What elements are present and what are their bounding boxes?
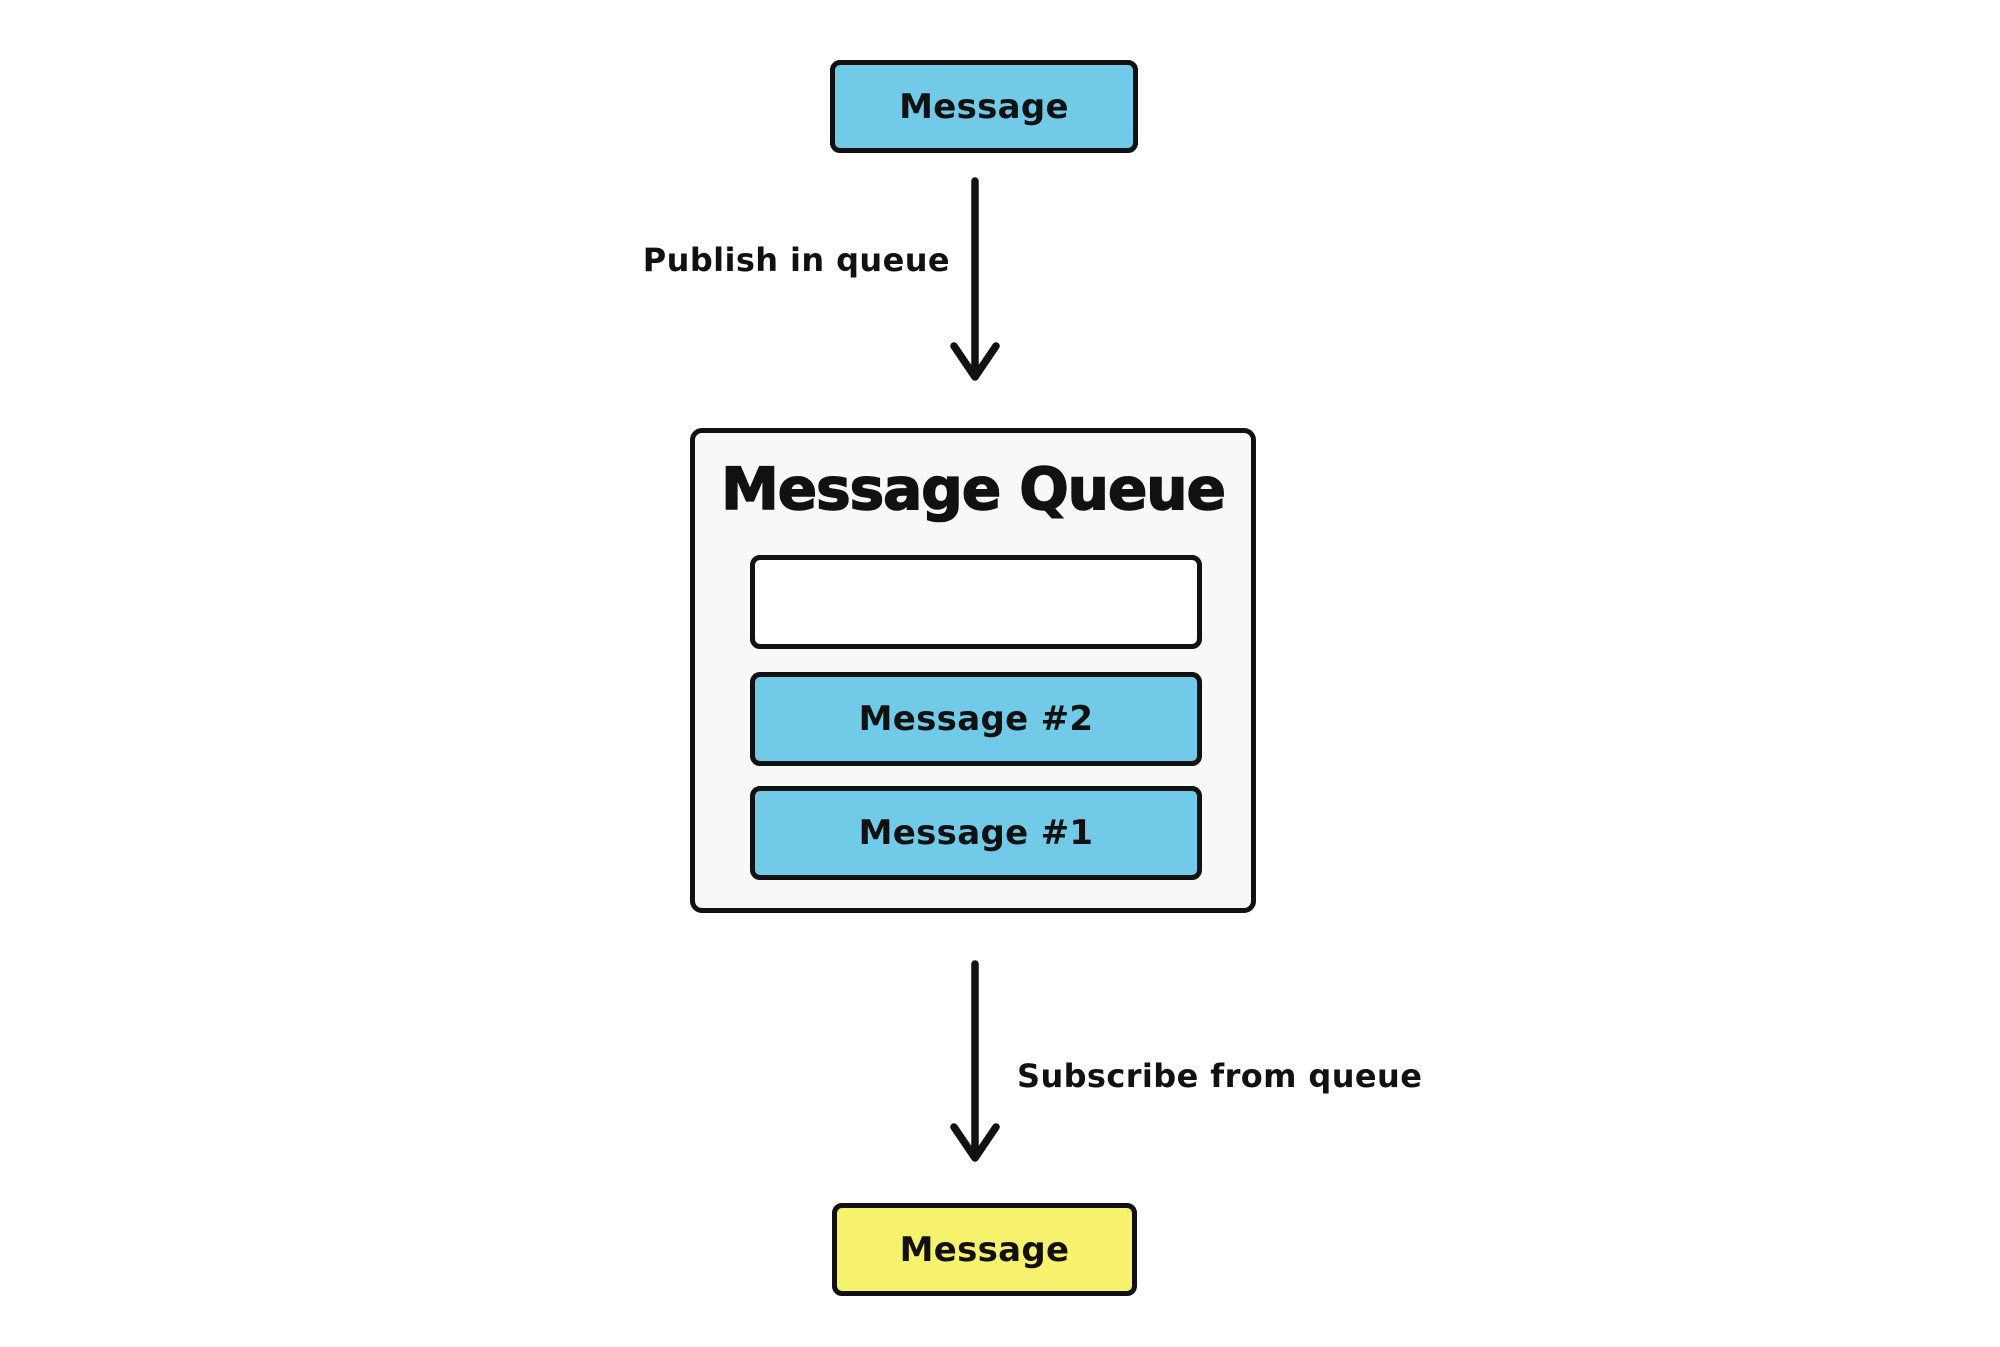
publish-edge-label: Publish in queue	[642, 241, 950, 279]
queue-slot-message-1: Message #1	[750, 786, 1202, 880]
queue-slot-message-1-label: Message #1	[858, 813, 1094, 853]
message-queue-container: Message Queue Message #2 Message #1	[690, 428, 1256, 913]
producer-message-label: Message	[899, 86, 1069, 127]
queue-slot-empty	[750, 555, 1202, 649]
consumer-message-label: Message	[899, 1229, 1070, 1270]
publish-down-arrow-icon	[950, 177, 1000, 381]
message-queue-title: Message Queue	[720, 454, 1226, 524]
subscribe-edge-label: Subscribe from queue	[1017, 1057, 1423, 1095]
producer-message-box: Message	[830, 60, 1138, 153]
subscribe-down-arrow-icon	[950, 960, 1000, 1162]
consumer-message-box: Message	[832, 1203, 1137, 1296]
queue-slot-message-2: Message #2	[750, 672, 1202, 766]
queue-slot-message-2-label: Message #2	[858, 699, 1094, 739]
